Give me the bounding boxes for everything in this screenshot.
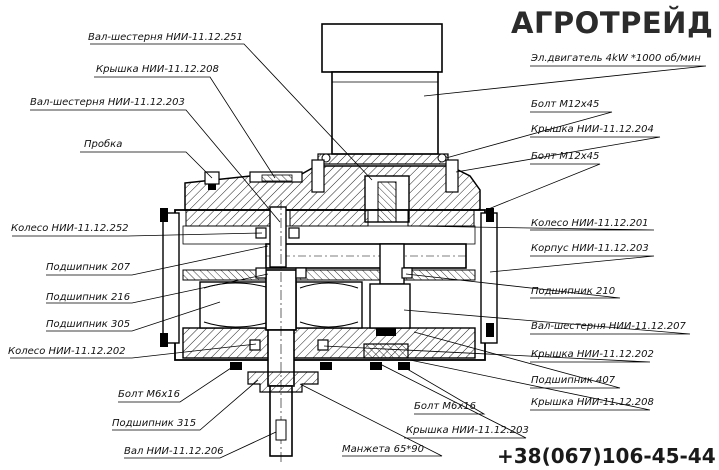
label-kryshka-202: Крышка НИИ-11.12.202 — [531, 349, 654, 360]
label-kryshka-208-right: Крышка НИИ-11.12.208 — [531, 397, 654, 408]
leader-lines — [10, 43, 707, 459]
label-val-shesternya-251: Вал-шестерня НИИ-11.12.251 — [88, 32, 243, 43]
label-val-206: Вал НИИ-11.12.206 — [124, 446, 224, 457]
label-koleso-201: Колесо НИИ-11.12.201 — [531, 218, 649, 229]
label-podshipnik-407: Подшипник 407 — [531, 375, 616, 386]
label-kryshka-204: Крышка НИИ-11.12.204 — [531, 124, 654, 135]
label-manzheta: Манжета 65*90 — [342, 444, 425, 455]
label-bolt-m12-lower: Болт М12х45 — [531, 151, 600, 162]
label-bolt-m6-right: Болт М6х16 — [414, 401, 477, 412]
label-podshipnik-305: Подшипник 305 — [46, 319, 131, 330]
shafts-and-gears — [199, 200, 467, 462]
label-podshipnik-210: Подшипник 210 — [531, 286, 616, 297]
label-podshipnik-315: Подшипник 315 — [112, 418, 197, 429]
label-korpus-203: Корпус НИИ-11.12.203 — [531, 243, 649, 254]
label-koleso-252: Колесо НИИ-11.12.252 — [11, 223, 129, 234]
label-bolt-m6-left: Болт М6х16 — [118, 389, 181, 400]
label-val-shesternya-203: Вал-шестерня НИИ-11.12.203 — [30, 97, 185, 108]
label-probka: Пробка — [84, 139, 123, 150]
label-koleso-202: Колесо НИИ-11.12.202 — [8, 346, 126, 357]
phone-number: +38(067)106-45-44 — [497, 444, 716, 468]
label-podshipnik-207: Подшипник 207 — [46, 262, 131, 273]
label-val-shesternya-207: Вал-шестерня НИИ-11.12.207 — [531, 321, 686, 332]
label-podshipnik-216: Подшипник 216 — [46, 292, 131, 303]
gearbox-housing — [160, 208, 498, 361]
label-bolt-m12-upper: Болт М12х45 — [531, 99, 600, 110]
top-cover — [184, 159, 481, 223]
label-elektrodvigatel: Эл.двигатель 4kW *1000 об/мин — [531, 53, 701, 64]
brand-logo-text: АГРОТРЕЙД — [511, 6, 714, 40]
label-kryshka-203: Крышка НИИ-11.12.203 — [406, 425, 529, 436]
label-kryshka-208-top: Крышка НИИ-11.12.208 — [96, 64, 219, 75]
